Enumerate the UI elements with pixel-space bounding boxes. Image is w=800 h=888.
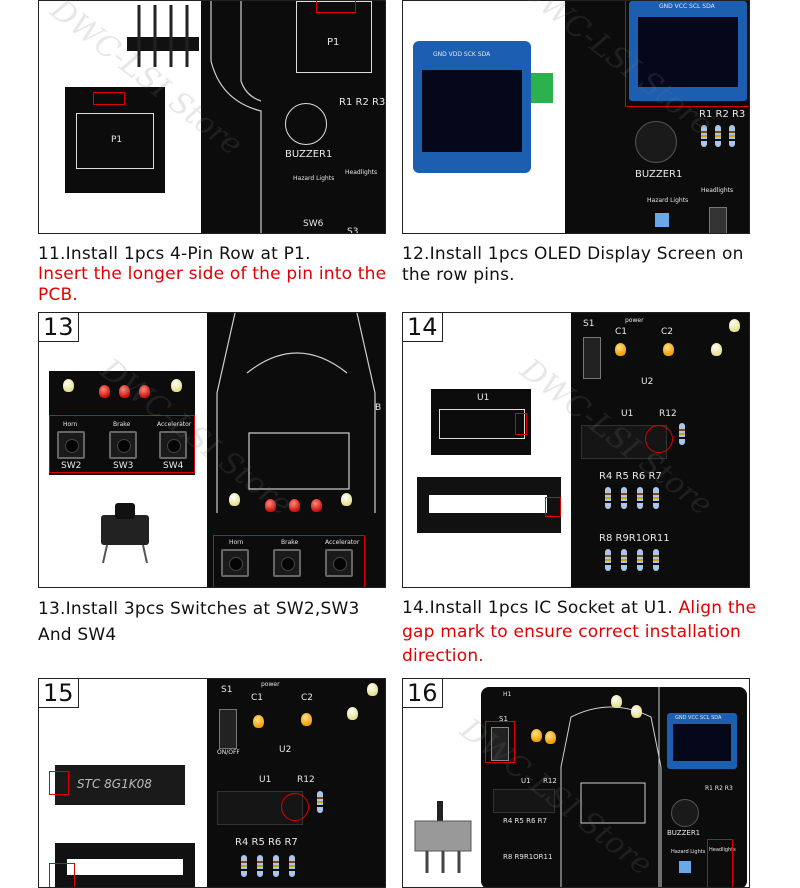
headlights-label-16: Headlights xyxy=(709,847,736,853)
step-13-image: Horn Brake Accelerator SW2 SW3 SW4 Horn … xyxy=(38,312,386,588)
oled-label-16: GND VCC SCL SDA xyxy=(675,715,722,721)
buzzer-label: BUZZER1 xyxy=(285,149,333,160)
step-11-image: P1 P1 R1 R2 R3 BUZZER1 Hazard Lights Hea… xyxy=(38,0,386,234)
oled-pin-label-2: GND VCC SCL SDA xyxy=(659,3,715,10)
r8-r11-label: R8 R9R1OR11 xyxy=(599,533,670,544)
pcb-board-p16: H1 S1 U1 R12 R4 R5 R6 R7 R8 R9R1OR11 GND… xyxy=(481,687,747,887)
r4-r7-label-16: R4 R5 R6 R7 xyxy=(503,817,547,825)
step-12-image: GND VDD SCK SDA GND VCC SCL SDA R1 R2 R3… xyxy=(402,0,750,234)
step-12-title: 12.Install 1pcs OLED Display Screen on t… xyxy=(402,244,744,285)
hazard-label-12: Hazard Lights xyxy=(647,197,689,204)
step-13-title: 13.Install 3pcs Switches at SW2,SW3 And … xyxy=(38,599,360,645)
pcb-board-p13: Horn Brake Accelerator B xyxy=(207,313,385,587)
pcb-board-p14: S1 power C1 C2 U2 U1 R12 R4 R5 R6 R7 R8 … xyxy=(571,313,749,587)
u1-label-15: U1 xyxy=(259,775,272,785)
u1-gap-highlight xyxy=(515,413,527,435)
p1-pcb-closeup: P1 xyxy=(65,87,165,193)
r1-r3-label-16: R1 R2 R3 xyxy=(705,785,733,792)
r1-r3-label-12: R1 R2 R3 xyxy=(699,109,746,120)
pcb-board-p11: P1 R1 R2 R3 BUZZER1 Hazard Lights Headli… xyxy=(201,1,386,234)
step-14-image: U1 S1 power C1 C2 U2 U1 R12 R4 R5 R6 R7 … xyxy=(402,312,750,588)
sw3-label: SW3 xyxy=(113,461,134,471)
step-14-note: Align the gap mark to ensure correct ins… xyxy=(402,598,757,666)
r12-label-16: R12 xyxy=(543,777,557,785)
s1-label-15: S1 xyxy=(221,685,233,695)
sw4-label: SW4 xyxy=(163,461,184,471)
step-11-note: Insert the longer side of the pin into t… xyxy=(38,264,387,305)
r12-label-15: R12 xyxy=(297,775,315,785)
u2-label-15: U2 xyxy=(279,745,292,755)
oled-module-illustration: GND VDD SCK SDA xyxy=(413,41,531,173)
step-16-image: H1 S1 U1 R12 R4 R5 R6 R7 R8 R9R1OR11 GND… xyxy=(402,678,750,888)
pin-header-illustration xyxy=(127,5,199,67)
accelerator-label-2: Accelerator xyxy=(325,539,360,546)
s3-label: S3 xyxy=(347,227,359,234)
b-label: B xyxy=(375,403,382,413)
r1-r3-label: R1 R2 R3 xyxy=(339,97,386,108)
c2-label-15: C2 xyxy=(301,693,314,703)
p1-label: P1 xyxy=(111,135,123,145)
hazard-label: Hazard Lights xyxy=(293,175,335,182)
step-13-number: 13 xyxy=(39,313,79,342)
horn-label-2: Horn xyxy=(229,539,244,546)
step-15-number: 15 xyxy=(39,679,79,708)
onoff-label: ON/OFF xyxy=(217,749,240,756)
oled-pin-label: GND VDD SCK SDA xyxy=(433,51,491,58)
r4-r7-label: R4 R5 R6 R7 xyxy=(599,471,662,482)
s1-label-16: S1 xyxy=(499,715,508,723)
step-14-title: 14.Install 1pcs IC Socket at U1. xyxy=(402,598,673,618)
brake-label: Brake xyxy=(113,421,131,428)
switch-pcb-highlight xyxy=(213,535,365,587)
c1-label-15: C1 xyxy=(251,693,264,703)
r12-label: R12 xyxy=(659,409,677,419)
pcb-board-p15: S1 power C1 C2 ON/OFF U2 U1 R12 R4 R5 R6… xyxy=(207,679,385,887)
p1-pcb-highlight xyxy=(316,1,356,13)
horn-label: Horn xyxy=(63,421,78,428)
slide-switch-illustration xyxy=(414,801,472,873)
step-14-caption: 14.Install 1pcs IC Socket at U1. Align t… xyxy=(402,596,762,668)
p1-board-label: P1 xyxy=(327,37,340,48)
c1-label: C1 xyxy=(615,327,628,337)
pcb-board-p12: GND VCC SCL SDA R1 R2 R3 BUZZER1 Hazard … xyxy=(565,1,749,233)
headlights-label: Headlights xyxy=(345,169,378,176)
h1-label: H1 xyxy=(503,691,512,698)
step-14-number: 14 xyxy=(403,313,443,342)
accelerator-label: Accelerator xyxy=(157,421,192,428)
u1-label: U1 xyxy=(477,393,490,403)
r4-r7-label-15: R4 R5 R6 R7 xyxy=(235,837,298,848)
sw2-label: SW2 xyxy=(61,461,82,471)
r8-r11-label-16: R8 R9R1OR11 xyxy=(503,853,553,861)
ic-socket-illustration xyxy=(417,477,561,533)
step-11-title: 11.Install 1pcs 4-Pin Row at P1. xyxy=(38,244,311,264)
socket-illustration-15 xyxy=(49,843,195,887)
power-label-15: power xyxy=(261,681,280,688)
s1-label: S1 xyxy=(583,319,595,329)
u1-label-16: U1 xyxy=(521,777,531,785)
u1-footprint-closeup: U1 xyxy=(431,389,531,455)
p1-highlight-box xyxy=(93,92,125,105)
tactile-switch-illustration xyxy=(101,503,149,564)
stc-chip-label: STC 8G1K08 xyxy=(77,777,152,791)
buzzer-label-12: BUZZER1 xyxy=(635,169,683,180)
stc-chip-illustration: STC 8G1K08 xyxy=(49,765,185,805)
power-label: power xyxy=(625,317,644,324)
switch-row-closeup: Horn Brake Accelerator SW2 SW3 SW4 xyxy=(49,371,195,475)
headlight-switch-highlight xyxy=(707,839,733,887)
hazard-label-16: Hazard Lights xyxy=(671,849,706,855)
c2-label: C2 xyxy=(661,327,674,337)
brake-label-2: Brake xyxy=(281,539,299,546)
sw6-label: SW6 xyxy=(303,219,324,229)
step-15-image: STC 8G1K08 S1 power C1 C2 ON/OFF U2 U1 R… xyxy=(38,678,386,888)
s1-highlight-box xyxy=(485,721,515,763)
buzzer-label-16: BUZZER1 xyxy=(667,829,701,837)
switch-highlight-box xyxy=(49,415,195,473)
u2-label: U2 xyxy=(641,377,654,387)
step-16-number: 16 xyxy=(403,679,443,708)
headlights-label-12: Headlights xyxy=(701,187,734,194)
oled-highlight-box xyxy=(625,1,749,107)
u1-board-label: U1 xyxy=(621,409,634,419)
